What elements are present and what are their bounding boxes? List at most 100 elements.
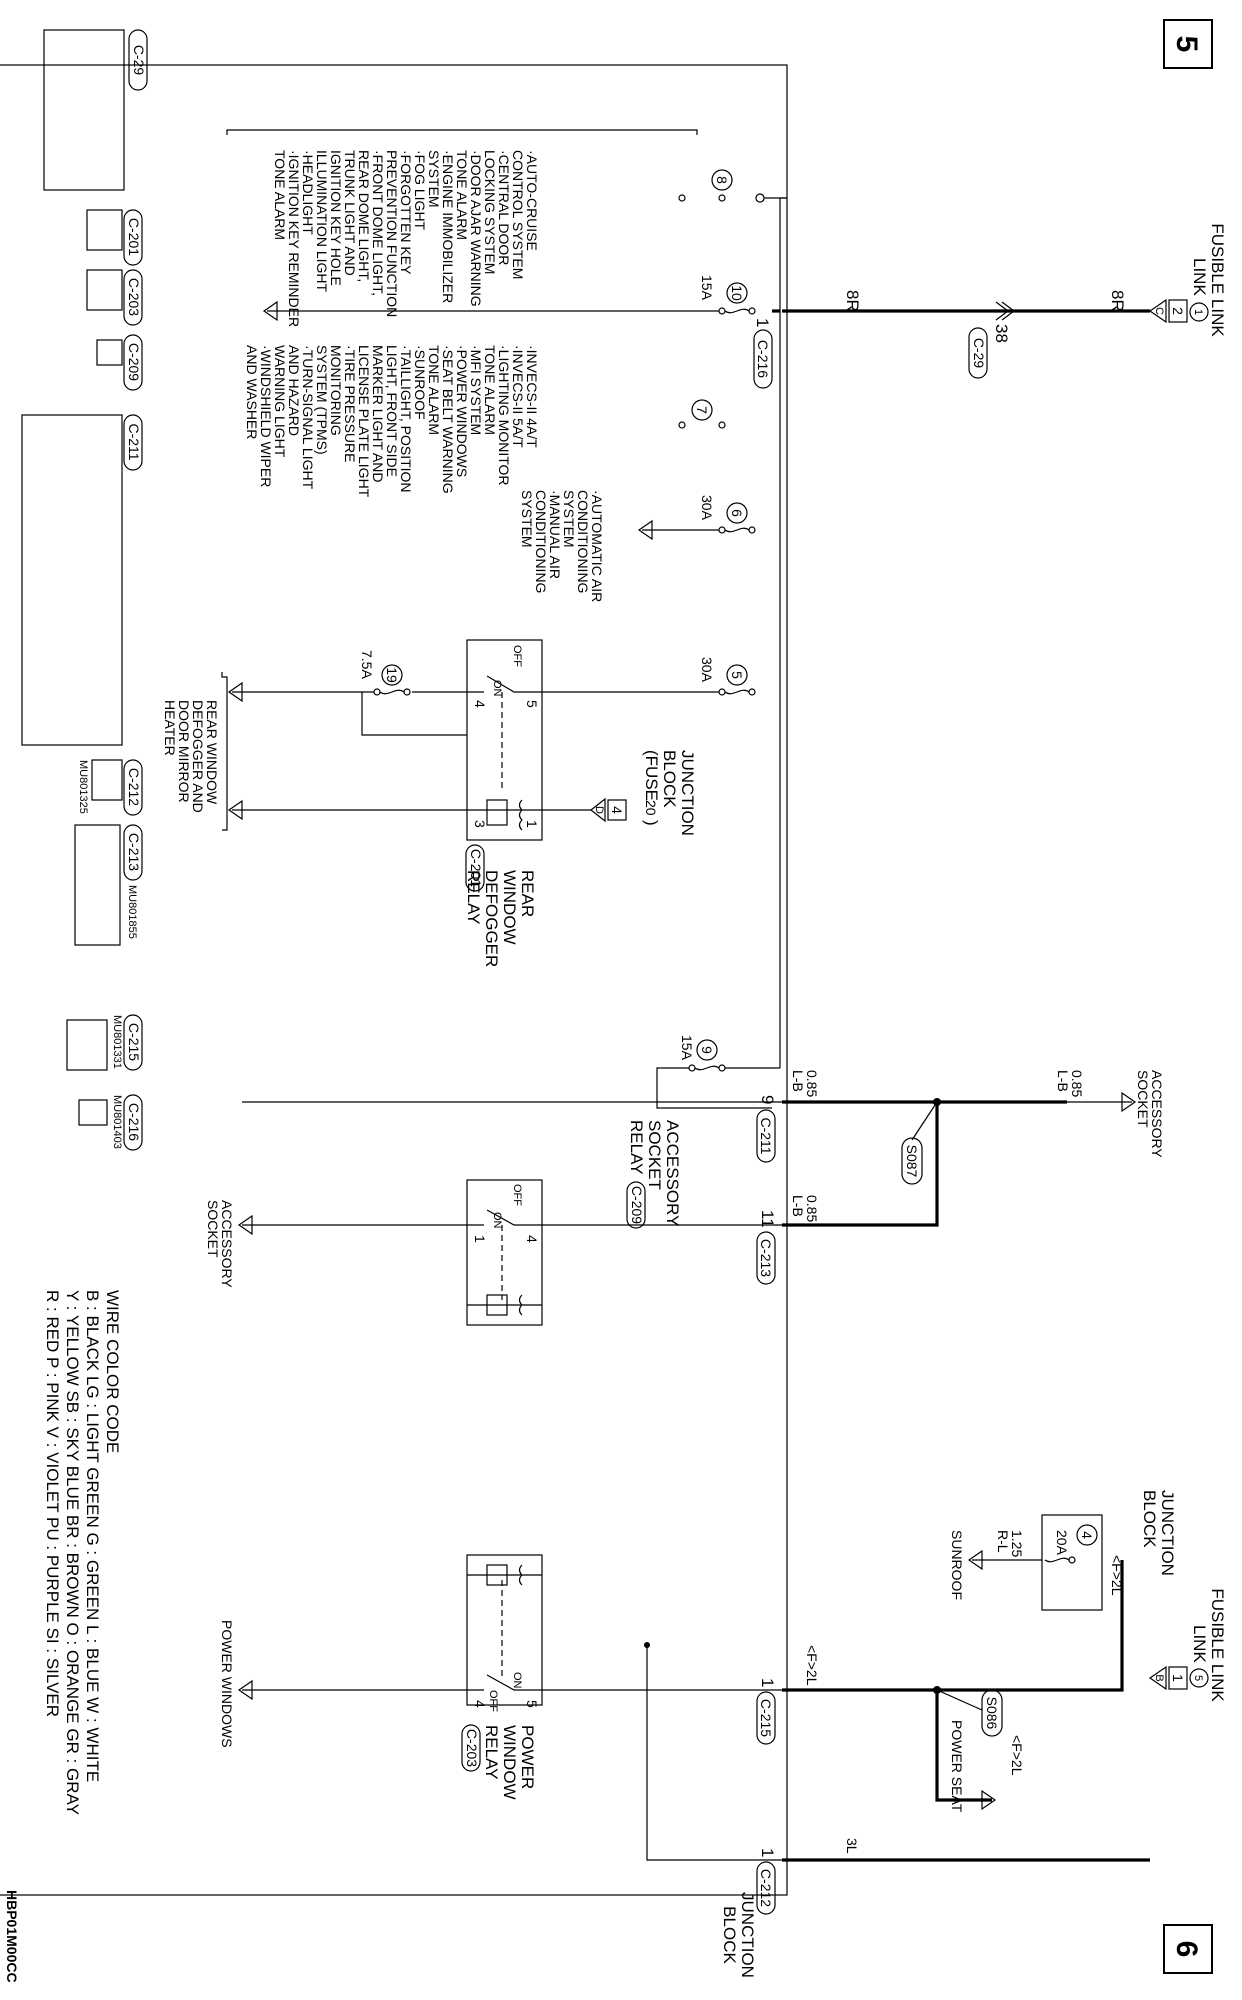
junction-block-label-2: BLOCK bbox=[720, 1906, 739, 1964]
load-c1-12: REAR DOME LIGHT, bbox=[356, 150, 372, 282]
rd-jb-2: (FUSE bbox=[642, 750, 661, 801]
fuse-7: 7 bbox=[678, 399, 726, 429]
fusible-link-1-pin: 2 bbox=[1170, 307, 1186, 315]
pw-splice: S086 bbox=[984, 1697, 1000, 1730]
image-code: HBP01M00CC bbox=[4, 1890, 20, 1983]
wcc-row-2: R : RED P : PINK V : VIOLET PU : PURPLE … bbox=[43, 1290, 62, 1717]
connector-views: C-29 C-201 C-203 C-209 C-211 C-212 MU801… bbox=[21, 29, 148, 1151]
rd-pin1: 1 bbox=[524, 820, 540, 828]
fuse-9: 9 15A bbox=[656, 1035, 780, 1109]
pw-rl: R-L bbox=[995, 1530, 1011, 1553]
fuse-9-amp: 15A bbox=[679, 1035, 695, 1061]
page-number-right: 5 bbox=[1163, 19, 1213, 69]
pw-jb-1: BLOCK bbox=[1140, 1490, 1159, 1548]
fuse-8: 8 bbox=[678, 169, 780, 203]
rd-title-0: REAR bbox=[518, 870, 537, 917]
rd-title-2: DEFOGGER bbox=[482, 870, 501, 967]
fuse-7-num: 7 bbox=[694, 406, 710, 414]
pw-f2l-bottom: <F>2L bbox=[804, 1645, 820, 1686]
load-c1-10: PREVENTION FUNCTION bbox=[384, 150, 400, 317]
c211-pin: 9 bbox=[758, 1095, 777, 1104]
pw-off: OFF bbox=[487, 1690, 499, 1712]
fusible-link-5-pin-letter: B bbox=[1153, 1674, 1165, 1681]
wire-8r-top: 8R bbox=[1108, 290, 1127, 312]
pw-on: ON bbox=[511, 1672, 523, 1689]
loads-col2: ·INVECS-II 4A/T ·INVECS-II 5A/T ·LIGHTIN… bbox=[244, 345, 540, 498]
fuse-6-amp: 30A bbox=[699, 495, 715, 521]
bus-fuses bbox=[779, 197, 787, 1068]
page-number-left: 6 bbox=[1163, 1924, 1213, 1974]
power-circuit: JUNCTION BLOCK 4 20A <F>2L 1.25 R-L SUNR… bbox=[219, 1490, 1177, 1915]
loads-col1: ·AUTO-CRUISE CONTROL SYSTEM ·CENTRAL DOO… bbox=[272, 150, 540, 327]
acc-off: OFF bbox=[511, 1184, 523, 1206]
c213-pin: 11 bbox=[758, 1210, 777, 1228]
acc-wire-right: 0.85 bbox=[804, 1195, 820, 1222]
fuse-5-num: 5 bbox=[729, 671, 745, 679]
rd-jb-3: ) bbox=[642, 820, 661, 826]
rd-jb-1: BLOCK bbox=[660, 750, 679, 808]
fuse-10-num: 10 bbox=[729, 285, 745, 301]
c215-pin: 1 bbox=[758, 1678, 777, 1687]
cv-c211: C-211 bbox=[126, 423, 142, 460]
acc-title-0: ACCESSORY bbox=[663, 1120, 682, 1226]
fuse-5: 5 30A bbox=[542, 657, 756, 696]
pw-125: 1.25 bbox=[1009, 1530, 1025, 1557]
fusible-link-5-num: 5 bbox=[1192, 1675, 1204, 1681]
load-c2-13: ·TIRE PRESSURE bbox=[342, 345, 358, 462]
ac-load-1: CONDITIONING bbox=[575, 490, 591, 593]
cv-c215: C-215 bbox=[126, 1023, 142, 1061]
fusible-link-5: FUSIBLE LINK LINK 5 1 B bbox=[1148, 1588, 1227, 1702]
fusible-link-1-title: FUSIBLE LINK bbox=[1208, 223, 1227, 337]
pw-sunroof: SUNROOF bbox=[949, 1530, 965, 1600]
c29-pin: 38 bbox=[992, 324, 1011, 343]
fusible-link-1-num: 1 bbox=[1192, 309, 1204, 315]
wcc-row-0: B : BLACK LG : LIGHT GREEN G : GREEN L :… bbox=[83, 1290, 102, 1782]
page-number-right-text: 5 bbox=[1170, 36, 1203, 53]
junction-block-outline bbox=[0, 64, 788, 1896]
load-c2-9: ·TAILLIGHT, POSITION bbox=[398, 345, 414, 493]
acc-top-1: SOCKET bbox=[1135, 1070, 1151, 1128]
fuse-5-amp: 30A bbox=[699, 657, 715, 683]
pw-conn: C-203 bbox=[464, 1729, 480, 1767]
load-c2-7: TONE ALARM bbox=[426, 345, 442, 435]
pw-pin5: 5 bbox=[524, 1700, 540, 1708]
load-c1-1: CONTROL SYSTEM bbox=[510, 150, 526, 279]
rd-jb-num: 20 bbox=[643, 800, 659, 816]
c216-pin: 1 bbox=[753, 318, 772, 327]
pw-title-2: RELAY bbox=[482, 1725, 501, 1780]
load-c2-18: WARNING LIGHT bbox=[272, 345, 288, 458]
load-c2-8: ·SUNROOF bbox=[412, 345, 428, 420]
load-c2-1: ·INVECS-II 5A/T bbox=[510, 345, 526, 448]
wcc-title: WIRE COLOR CODE bbox=[103, 1290, 122, 1453]
acc-pin1: 1 bbox=[472, 1235, 488, 1243]
cv-c203: C-203 bbox=[126, 278, 142, 316]
fusible-link-1-pin-letter: C bbox=[1153, 307, 1165, 315]
fuse-19-amp: 7.5A bbox=[359, 650, 375, 679]
c215-connector: C-215 bbox=[758, 1699, 774, 1737]
cv-c213: C-213 bbox=[126, 833, 142, 871]
load-c2-12: LICENSE PLATE LIGHT bbox=[356, 345, 372, 498]
load-c1-13: TRUNK LIGHT AND bbox=[342, 150, 358, 276]
pw-jb-0: JUNCTION bbox=[1158, 1490, 1177, 1576]
wire-color-legend: WIRE COLOR CODE B : BLACK LG : LIGHT GRE… bbox=[43, 1290, 122, 1815]
load-c1-9: ·FORGOTTEN KEY bbox=[398, 150, 414, 275]
acc-on: ON bbox=[491, 1212, 503, 1229]
load-c2-15: SYSTEM (TPMS) bbox=[314, 345, 330, 455]
rear-defogger-relay: 5 4 1 3 OFF ON REAR WINDOW DEFOGGER RELA… bbox=[162, 639, 697, 967]
c212-pin: 1 bbox=[758, 1848, 777, 1857]
fusible-link-5-label: LINK bbox=[1190, 1625, 1209, 1663]
cv-c209: C-209 bbox=[126, 343, 142, 381]
fuse-6-num: 6 bbox=[729, 509, 745, 517]
load-c1-15: ILLUMINATION LIGHT bbox=[314, 150, 330, 293]
load-c2-16: ·TURN-SIGNAL LIGHT bbox=[300, 345, 316, 490]
rd-pin4: 4 bbox=[472, 700, 488, 708]
ac-load-3: ·MANUAL AIR bbox=[547, 490, 563, 579]
acc-load-1: SOCKET bbox=[205, 1200, 221, 1258]
load-c2-11: MARKER LIGHT AND bbox=[370, 345, 386, 482]
fuse-10-amp: 15A bbox=[699, 275, 715, 301]
load-c1-3: LOCKING SYSTEM bbox=[482, 150, 498, 274]
rd-pin3: 3 bbox=[472, 820, 488, 828]
pw-title-0: POWER bbox=[518, 1725, 537, 1789]
rd-load-2: DOOR MIRROR bbox=[176, 700, 192, 803]
load-c2-19: ·WINDSHIELD WIPER bbox=[258, 345, 274, 487]
